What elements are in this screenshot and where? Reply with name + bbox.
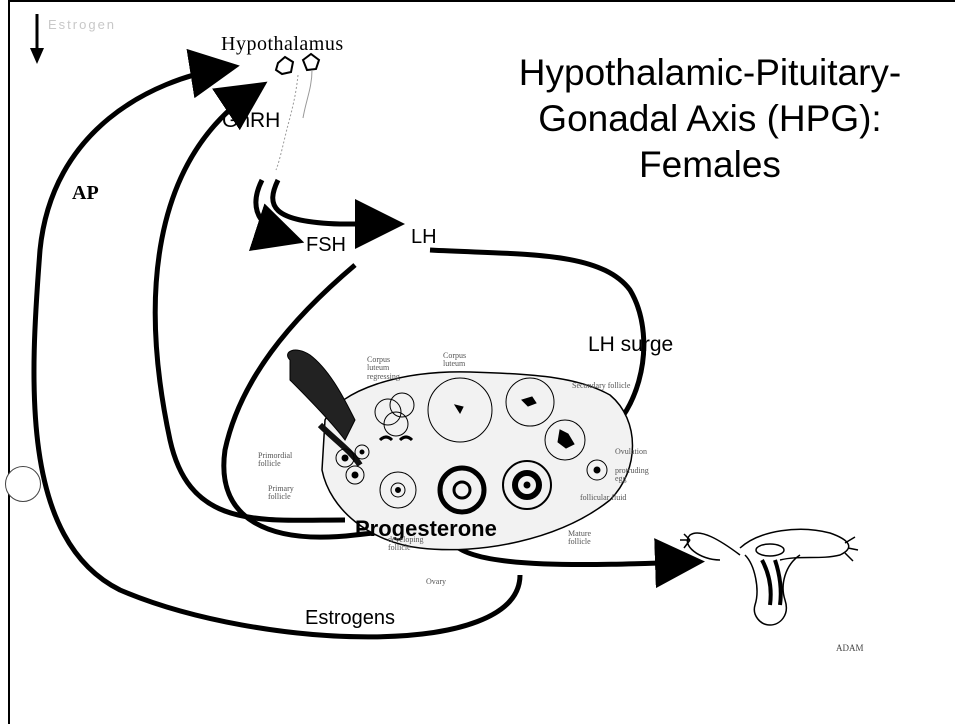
hypothalamus-neurons-icon	[276, 54, 319, 170]
ovary-label-primordial-follicle: Primordial follicle	[258, 452, 292, 469]
ovary-label-primary-follicle: Primary follicle	[268, 485, 294, 502]
fsh-label: FSH	[306, 235, 346, 255]
ovary-label-secondary-follicle: Secondary follicle	[572, 382, 630, 390]
gnrh-to-lh-arrow	[273, 180, 390, 224]
gnrh-label: GnRH	[222, 110, 280, 131]
lh-surge-label: LH surge	[588, 334, 673, 355]
ovary-label-mature-follicle: Mature follicle	[568, 530, 591, 547]
circle-button-icon[interactable]	[5, 466, 41, 502]
estrogens-label: Estrogens	[305, 608, 395, 628]
hypothalamus-label: Hypothalamus	[221, 34, 344, 54]
progesterone-label: Progesterone	[355, 518, 497, 540]
lh-label: LH	[411, 227, 437, 247]
copyright-label: ADAM	[836, 644, 864, 653]
uterus-illustration	[680, 529, 858, 625]
ovary-label-corpus-luteum-regressing: Corpus luteum regressing	[367, 356, 400, 381]
ovary-label-ovary: Ovary	[426, 578, 446, 586]
ovary-label-corpus-luteum: Corpus luteum	[443, 352, 466, 369]
ap-label: AP	[72, 183, 99, 203]
ovary-label-protruding-egg: protruding egg	[615, 467, 649, 484]
ovary-label-developing-follicle: developing follicle	[388, 536, 424, 553]
ovary-label-ovulation: Ovulation	[615, 448, 647, 456]
ovary-label-follicular-fluid: follicular fluid	[580, 494, 626, 502]
progesterone-feedback-arrow	[155, 90, 345, 520]
